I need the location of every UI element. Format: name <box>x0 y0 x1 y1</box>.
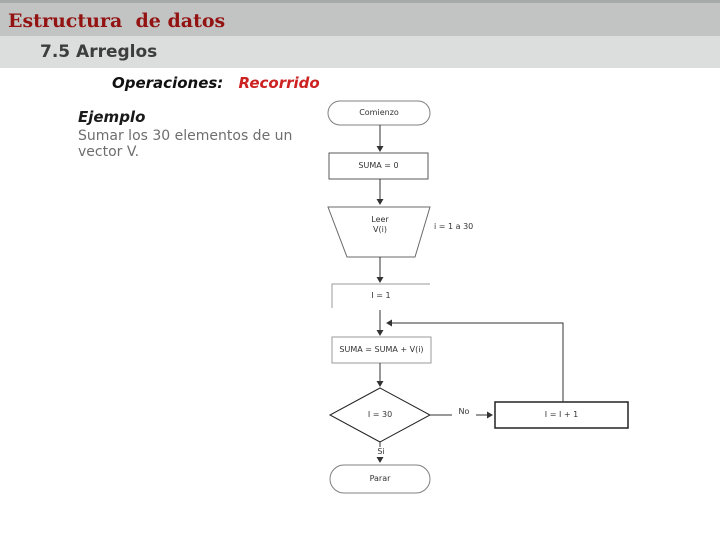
init-i-label: I = 1 <box>371 291 391 300</box>
section-bar: 7.5 Arreglos <box>0 36 720 68</box>
read-trapezoid-shape <box>327 206 431 258</box>
end-label: Parar <box>369 474 391 483</box>
loop-note-label: i = 1 a 30 <box>434 222 474 231</box>
increment-shape <box>494 401 629 429</box>
example-line1: Sumar los 30 elementos de un <box>78 128 293 144</box>
init-suma-label: SUMA = 0 <box>358 161 399 170</box>
init-i-shape <box>331 283 430 308</box>
header-bar: Estructura de datos <box>0 0 720 36</box>
read-label-line2: V(i) <box>373 225 387 234</box>
read-label: Leer V(i) <box>330 215 430 235</box>
example-line2: vector V. <box>78 144 140 160</box>
accumulate-label: SUMA = SUMA + V(i) <box>339 345 424 354</box>
end-terminator-shape <box>329 464 431 494</box>
subtitle-label: Operaciones: <box>112 74 229 92</box>
page-title: Estructura de datos <box>8 10 226 32</box>
subtitle: Operaciones: Recorrido <box>112 74 320 92</box>
flow-arrowheads <box>376 146 493 463</box>
accumulate-shape <box>331 336 432 364</box>
edge-label-si: Si <box>366 447 396 457</box>
subtitle-highlight: Recorrido <box>238 74 320 92</box>
read-label-line1: Leer <box>371 215 389 224</box>
increment-label: I = I + 1 <box>544 410 579 419</box>
example-text: Sumar los 30 elementos de un vector V. <box>78 128 292 160</box>
example-heading: Ejemplo <box>78 108 146 126</box>
init-suma-shape <box>328 152 429 180</box>
edge-label-no: No <box>452 407 476 417</box>
section-title: 7.5 Arreglos <box>40 42 158 62</box>
condition-label: I = 30 <box>367 410 393 419</box>
start-label: Comienzo <box>359 108 399 117</box>
start-terminator-shape <box>327 100 431 126</box>
